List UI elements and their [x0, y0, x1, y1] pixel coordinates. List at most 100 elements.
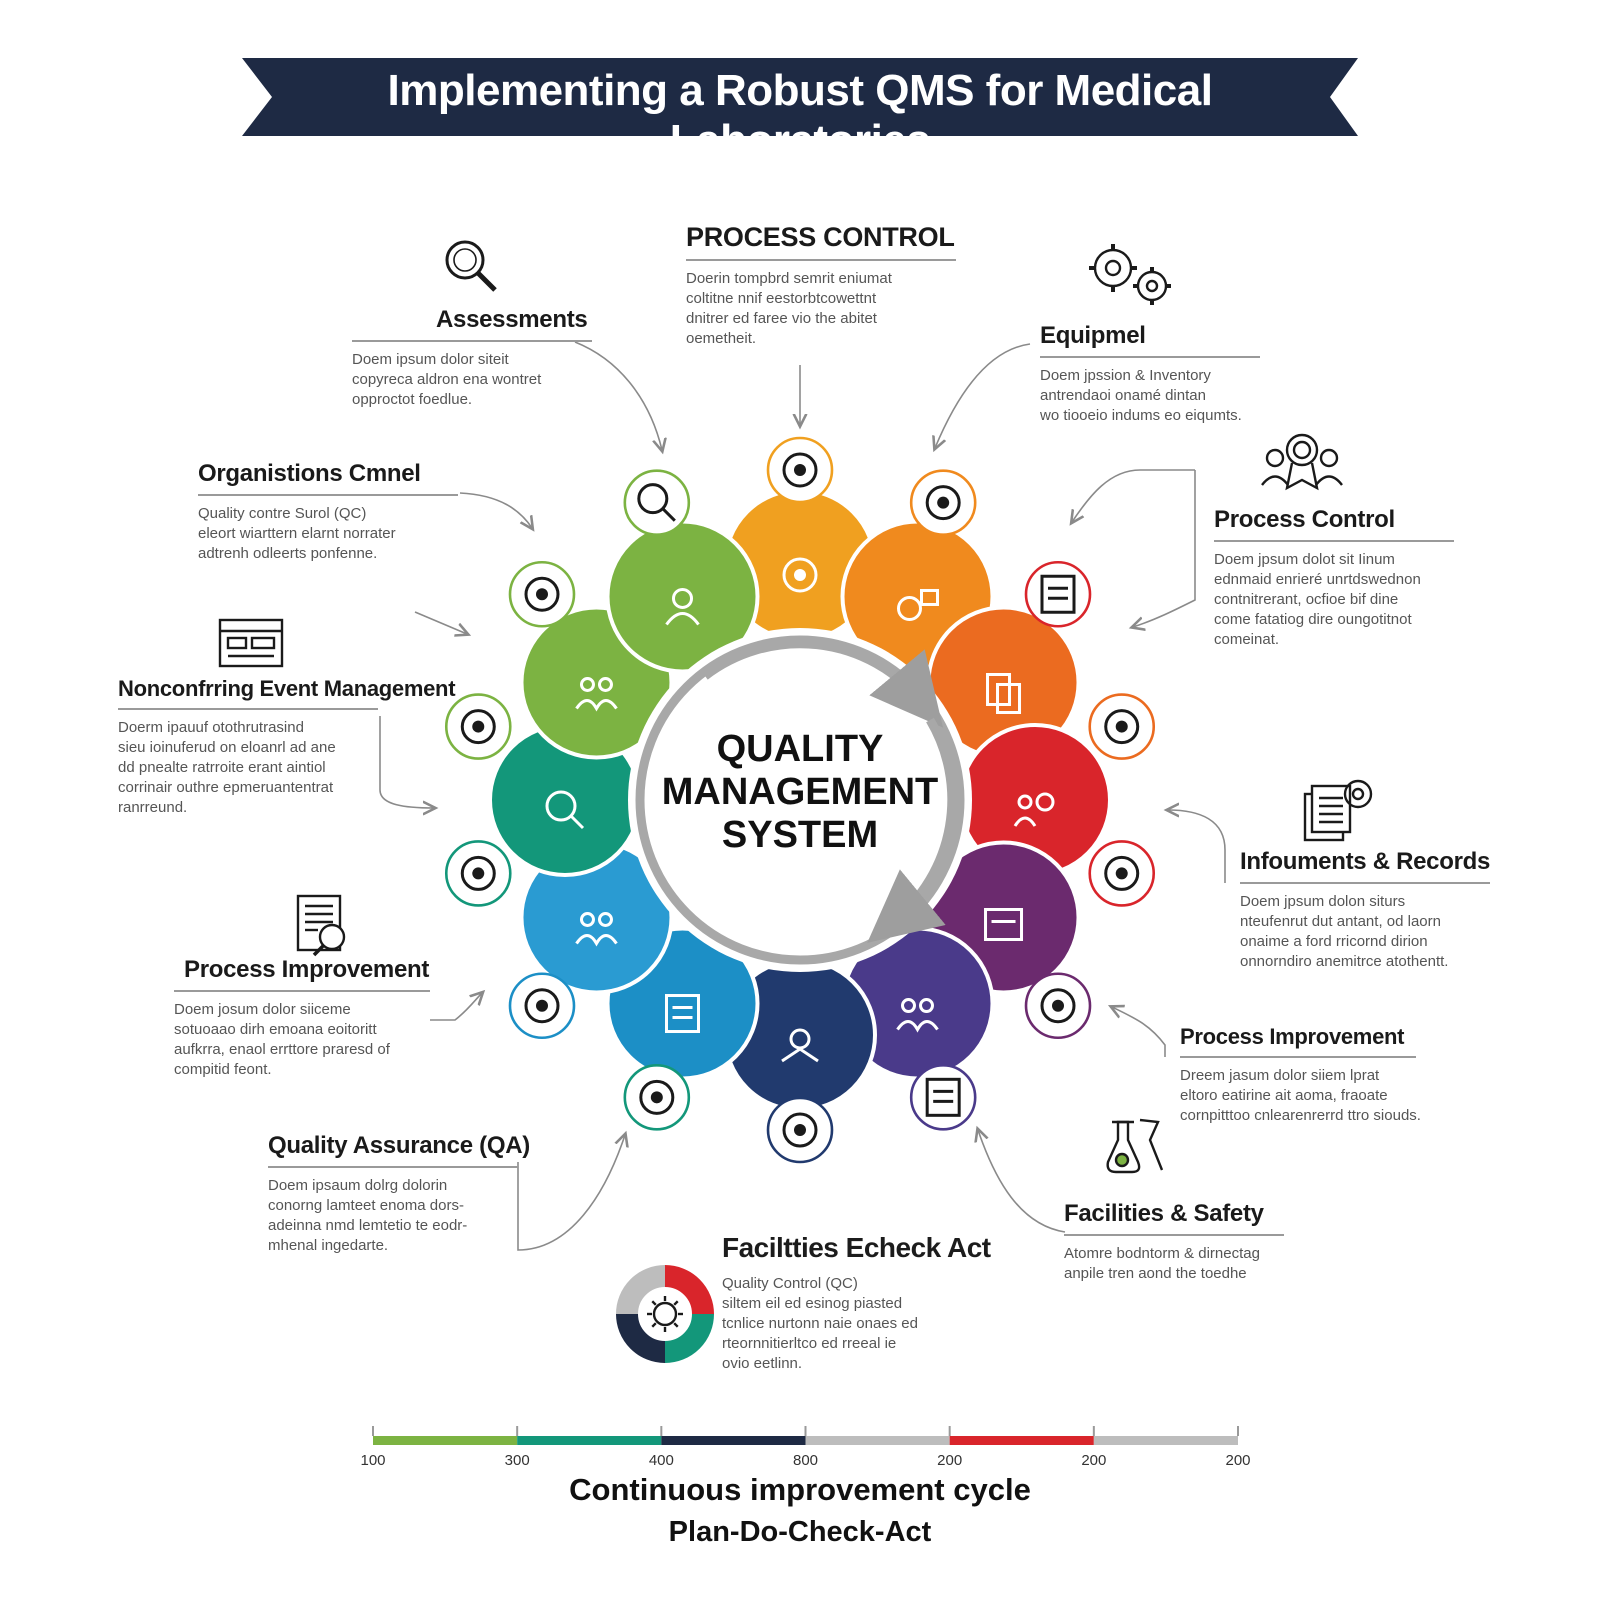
block-process-control-top: PROCESS CONTROL Doerin tompbrd semrit en… [686, 222, 956, 349]
equipment-rule [1040, 356, 1260, 358]
organizations-rule [198, 494, 458, 496]
block-assessments: Assessments Doem ipsum dolor siteit copy… [352, 306, 592, 410]
microbe-icon [909, 469, 977, 536]
block-process-improvement-left: Process Improvement Doem josum dolor sii… [174, 956, 430, 1080]
person-icon [665, 587, 700, 626]
process-control-right-title: Process Control [1214, 506, 1395, 533]
title-banner [242, 58, 1358, 136]
connector-equipment [935, 343, 1031, 448]
target-icon [766, 436, 834, 504]
documents-text: Doem jpsum dolon siturs nteufenrut dut a… [1240, 893, 1449, 970]
magnifier-icon [545, 790, 585, 830]
connector-assessments [574, 341, 662, 450]
footer-pdca: Plan-Do-Check-Act [668, 1516, 932, 1548]
process-improvement-right-text: Dreem jasum dolor siiem lprat eltoro eat… [1180, 1067, 1421, 1124]
scale-label-3: 400 [648, 1452, 674, 1469]
qa-text: Doem ipsaum dolrg dolorin conorng lamtee… [268, 1177, 468, 1254]
scale-label-7: 200 [1225, 1452, 1251, 1469]
block-organizations: Organistions Cmnel Quality contre Surol … [198, 460, 458, 564]
users-icon [575, 677, 618, 712]
scale-segment-1 [373, 1436, 518, 1445]
documents-rule [1240, 882, 1490, 884]
scale-segment-5 [949, 1436, 1094, 1445]
center-title: QUALITY MANAGEMENT SYSTEM [640, 728, 960, 857]
organizations-title: Organistions Cmnel [198, 460, 421, 487]
equipment-title: Equipmel [1040, 322, 1146, 349]
center-line-2: MANAGEMENT [661, 771, 939, 813]
connector-organizations [459, 492, 532, 528]
connector-left-mid [414, 611, 467, 634]
award-people-icon [1261, 433, 1343, 491]
report-icon [1024, 972, 1092, 1040]
process-improvement-right-rule [1180, 1056, 1416, 1058]
gear-icon [1088, 840, 1156, 907]
document-magnifier-icon [296, 894, 346, 957]
checklist-icon [984, 908, 1024, 941]
center-line-1: QUALITY [716, 728, 884, 770]
block-nonconforming: Nonconfrring Event Management Doerm ipau… [118, 676, 456, 818]
connector-facilities [978, 1130, 1066, 1233]
report-icon [665, 994, 700, 1034]
block-qa: Quality Assurance (QA) Doem ipsaum dolrg… [268, 1132, 530, 1256]
connector-nonconforming [379, 716, 434, 808]
connector-documents [1168, 810, 1226, 883]
scale-label-2: 300 [504, 1452, 530, 1469]
pdca-title: Faciltties Echeck Act [722, 1232, 991, 1263]
gears-icon [1089, 244, 1171, 305]
footer-cycle-title: Continuous improvement cycle [569, 1472, 1031, 1507]
documents-icon [986, 673, 1022, 714]
connector-process-control-right-2 [1133, 470, 1196, 627]
magnifier-icon [623, 469, 691, 536]
records-gear-icon [1303, 779, 1373, 842]
network-icon [781, 1028, 819, 1063]
process-control-top-text: Doerin tompbrd semrit eniumat coltitne n… [686, 270, 892, 347]
assessments-text: Doem ipsum dolor siteit copyreca aldron … [352, 351, 542, 408]
document-icon [1024, 560, 1092, 628]
cycle-arrow-2 [867, 717, 957, 943]
magnifier-icon [445, 240, 497, 292]
team-icon [896, 998, 939, 1033]
cycle-arrow-1 [702, 639, 944, 728]
nonconforming-title: Nonconfrring Event Management [118, 676, 456, 701]
banner-shape [242, 58, 1358, 136]
facilities-title: Facilities & Safety [1064, 1200, 1264, 1227]
block-process-improvement-right: Process Improvement Dreem jasum dolor si… [1180, 1024, 1421, 1126]
process-control-top-rule [686, 259, 956, 261]
computer-icon [623, 1064, 691, 1131]
pdca-donut [616, 1265, 714, 1363]
process-control-right-rule [1214, 540, 1454, 542]
people-award-icon [1013, 792, 1055, 827]
scale-label-1: 100 [360, 1452, 386, 1469]
pdca-quadrant-3 [616, 1313, 666, 1363]
connector-process-control-right [1072, 469, 1195, 522]
link-icon [508, 560, 576, 628]
gear-chart-icon [897, 588, 939, 621]
pdca-quadrant-1 [664, 1265, 714, 1315]
block-process-control-right: Process Control Doem jpsum dolot sit Iin… [1214, 506, 1454, 650]
scale-label-4: 800 [792, 1452, 819, 1469]
browser-window-icon [218, 618, 284, 668]
clipboard-icon [909, 1064, 977, 1131]
assessments-title: Assessments [436, 306, 588, 333]
cycle-icon [782, 557, 818, 593]
process-improvement-right-title: Process Improvement [1180, 1024, 1405, 1049]
block-equipment: Equipmel Doem jpssion & Inventory antren… [1040, 322, 1260, 426]
connector-process-improvement-left [430, 993, 482, 1021]
block-documents: Infouments & Records Doem jpsum dolon si… [1240, 848, 1490, 972]
scale-segment-3 [661, 1436, 806, 1445]
pdca-quadrant-4 [616, 1265, 666, 1315]
flask-icon [1106, 1118, 1164, 1174]
qa-rule [268, 1166, 518, 1168]
pdca-block: Faciltties Echeck Act Quality Control (Q… [722, 1232, 991, 1374]
compass-icon [444, 840, 512, 907]
process-improvement-left-rule [174, 990, 430, 992]
facilities-text: Atomre bodntorm & dirnectag anpile tren … [1064, 1245, 1260, 1282]
documents-title: Infouments & Records [1240, 848, 1491, 875]
scale-segment-4 [805, 1436, 950, 1445]
lab-tools-icon [1088, 693, 1156, 760]
ring-icon-group [444, 436, 1156, 1164]
pdca-gear-icon [647, 1296, 683, 1332]
segment-3 [926, 605, 1081, 760]
scale-segment-2 [517, 1436, 662, 1445]
